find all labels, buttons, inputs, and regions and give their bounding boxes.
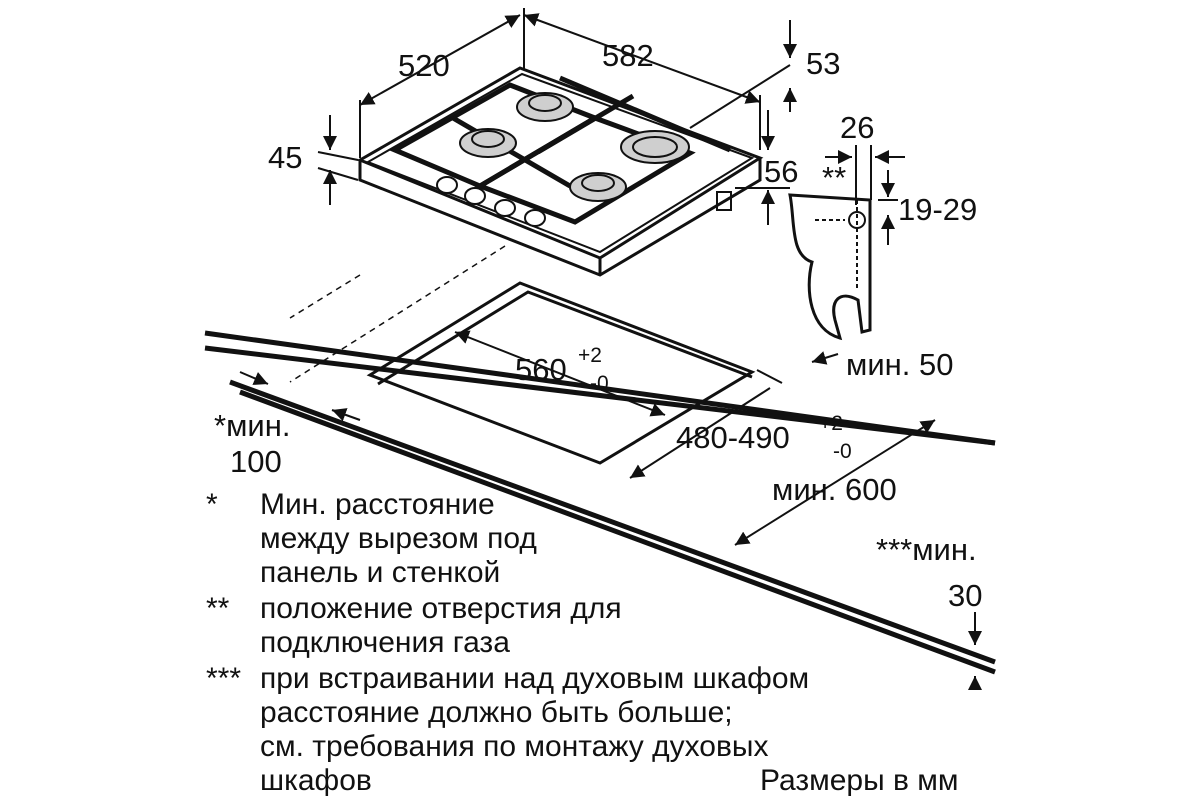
dim-min-50: мин. 50 (846, 347, 953, 382)
burner-front-left (459, 128, 517, 158)
dimension-labels: 520 582 53 45 56 26 ** 19-29 560 +2 -0 4… (214, 38, 982, 613)
dim-width-520: 520 (398, 48, 450, 83)
note-1-line-1: Мин. расстояние (260, 488, 495, 521)
cooktop-drawing (356, 66, 764, 277)
gas-hole-marker: ** (822, 160, 846, 195)
dim-min-100-line1: *мин. (214, 408, 290, 443)
note-1-line-3: панель и стенкой (260, 556, 500, 589)
dim-cutout-depth-tol-plus: +2 (819, 412, 843, 435)
control-knobs (436, 176, 546, 227)
note-1-marker: * (206, 488, 218, 521)
note-3-line-4: шкафов (260, 764, 372, 797)
gas-connector (716, 191, 732, 211)
dim-cutout-depth-tol-minus: -0 (833, 440, 852, 463)
dim-min-30-line2: 30 (948, 578, 982, 613)
dim-cutout-width-tol-minus: -0 (590, 372, 609, 395)
dim-56: 56 (764, 154, 798, 189)
dimension-lines (239, 8, 982, 690)
dim-cutout-depth: 480-490 (676, 420, 790, 455)
note-2-marker: ** (206, 592, 230, 625)
dim-min-600: мин. 600 (772, 472, 897, 507)
footnotes: * Мин. расстояние между вырезом под пане… (206, 488, 959, 797)
pan-supports (389, 75, 731, 225)
burner-front-right (569, 172, 627, 202)
dim-26: 26 (840, 110, 874, 145)
note-3-line-2: расстояние должно быть больше; (260, 696, 733, 729)
note-1-line-2: между вырезом под (260, 522, 537, 555)
dim-19-29: 19-29 (898, 192, 977, 227)
dim-45: 45 (268, 140, 302, 175)
burner-wok (620, 130, 690, 164)
note-2-line-1: положение отверстия для (260, 592, 622, 625)
dim-cutout-width-tol-plus: +2 (578, 344, 602, 367)
side-profile (788, 193, 872, 341)
dim-depth-582: 582 (602, 38, 654, 73)
dim-53: 53 (806, 46, 840, 81)
units-note: Размеры в мм (760, 764, 959, 797)
note-2-line-2: подключения газа (260, 626, 510, 659)
cutout-outline (366, 281, 756, 465)
note-3-line-3: см. требования по монтажу духовых (260, 730, 768, 763)
note-3-line-1: при встраивании над духовым шкафом (260, 662, 809, 695)
note-3-marker: *** (206, 662, 241, 695)
dim-min-100-line2: 100 (230, 444, 282, 479)
dim-min-30-line1: ***мин. (876, 532, 977, 567)
dim-cutout-width: 560 (515, 352, 567, 387)
burner-rear-left (516, 92, 574, 122)
